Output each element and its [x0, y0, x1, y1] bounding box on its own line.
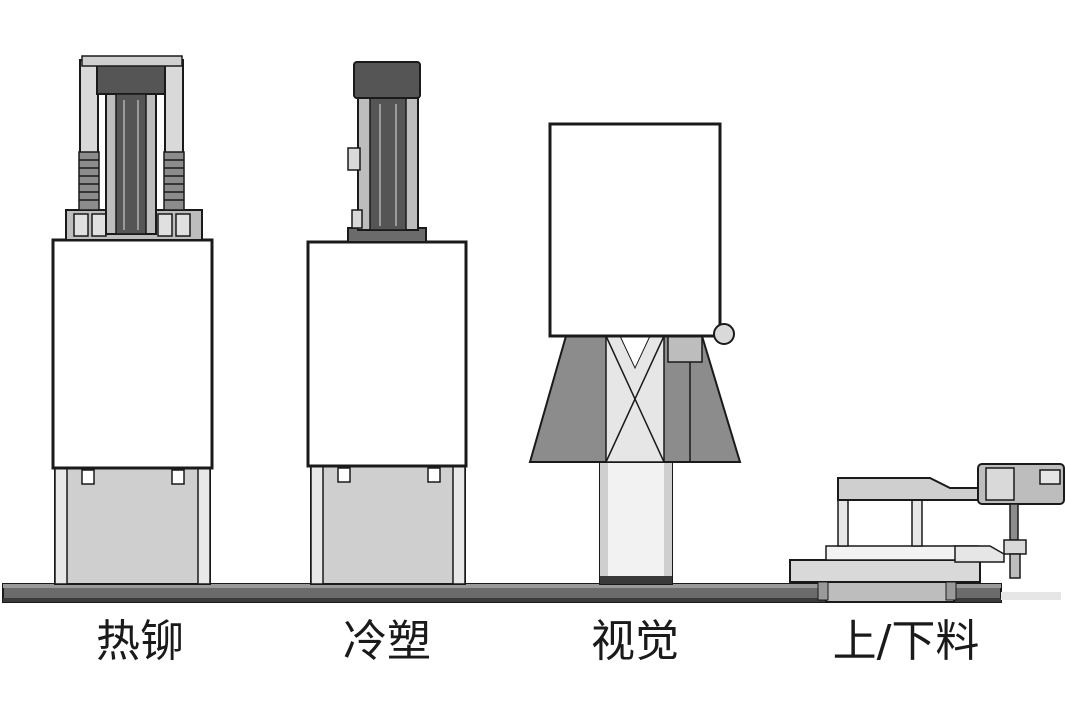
hot-riveting-station	[51, 55, 214, 585]
base-rail	[2, 583, 1061, 603]
station-label-vision: 视觉	[591, 616, 679, 667]
station-label-loading-unloading: 上/下料	[832, 616, 980, 667]
loading-unloading-station	[789, 463, 1065, 603]
station-label-hot-riveting: 热铆	[96, 616, 184, 667]
spring-left	[78, 151, 100, 211]
station-label-cold-forming: 冷塑	[343, 616, 431, 667]
spring-right	[163, 151, 185, 211]
vision-station	[528, 122, 742, 585]
cold-forming-station	[306, 61, 468, 585]
